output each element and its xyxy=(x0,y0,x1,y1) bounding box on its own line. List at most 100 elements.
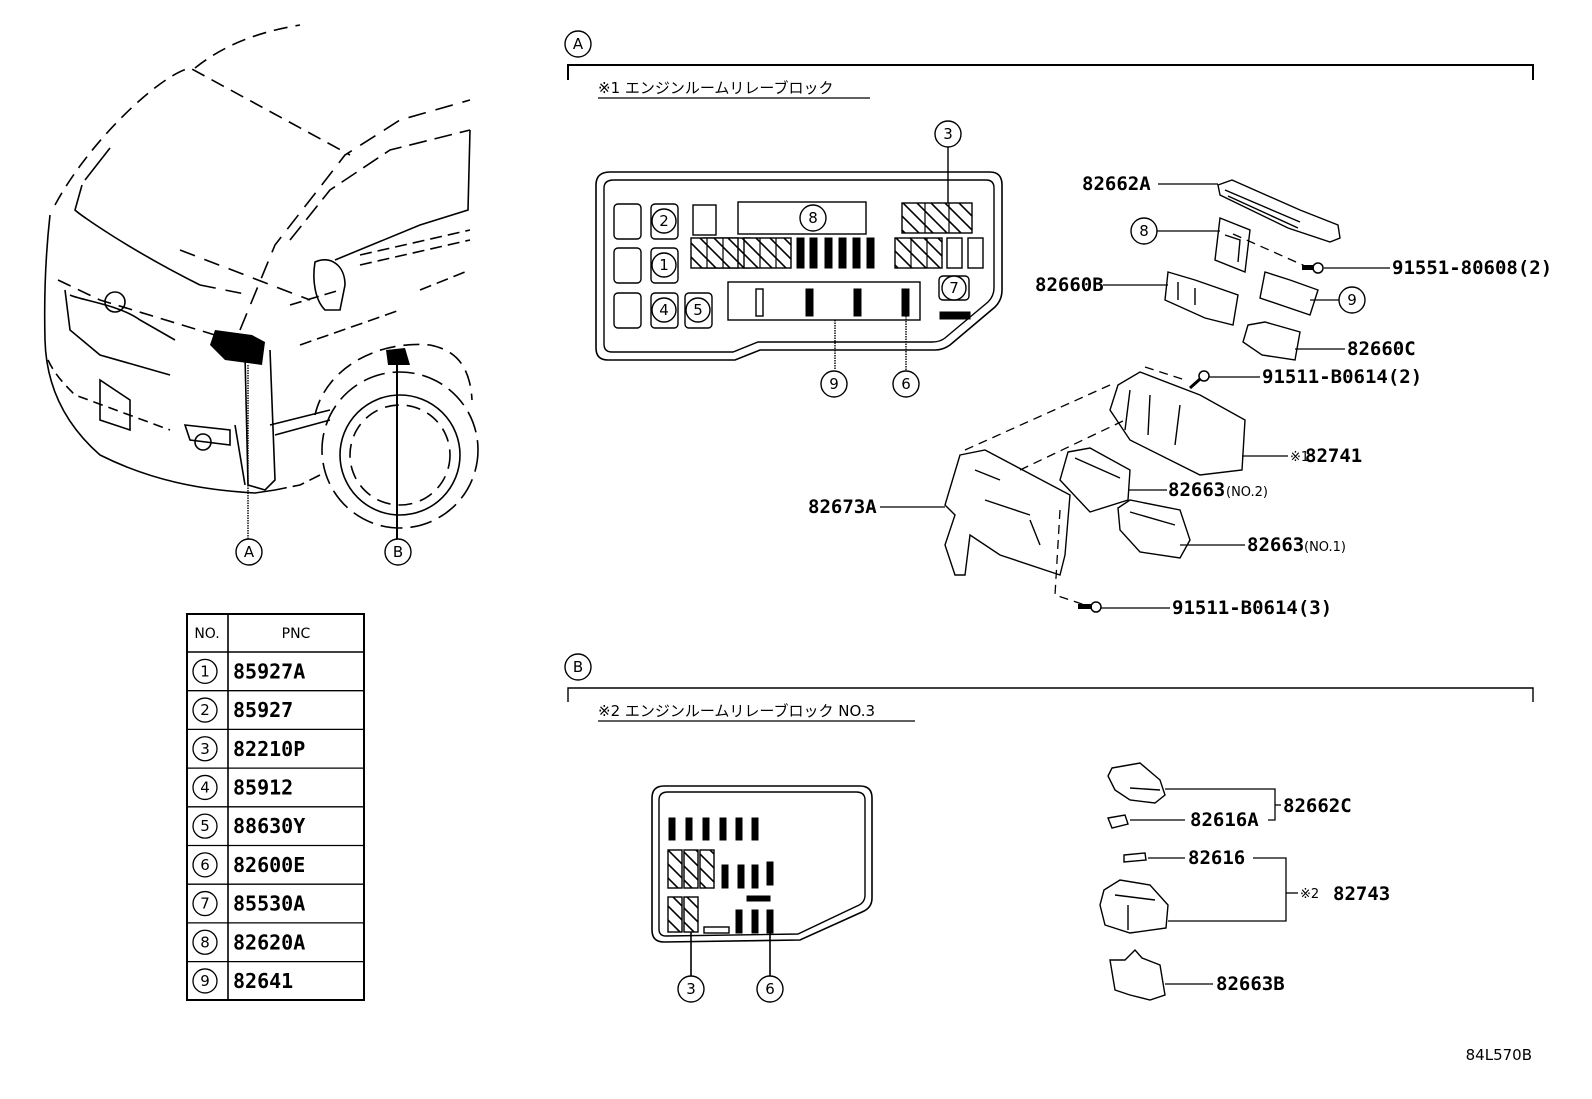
pnc-82663b[interactable]: 82663B xyxy=(1216,973,1285,995)
svg-text:A: A xyxy=(244,543,255,561)
callout-circle-7[interactable]: 7 xyxy=(941,275,967,301)
callout-circle-9[interactable]: 9 xyxy=(820,370,848,398)
fastener-91511-a xyxy=(1188,370,1210,390)
assembly-lines-a xyxy=(964,233,1306,606)
table-row[interactable]: 8 82620A xyxy=(192,929,305,955)
legend-table: NO. PNC 1 85927A 2 85927 3 82210P 4 85912 5 88630… xyxy=(186,613,365,1001)
row-number-circle xyxy=(192,736,218,762)
fastener-91551 xyxy=(1302,262,1324,274)
row-number-circle xyxy=(192,813,218,839)
svg-text:7: 7 xyxy=(949,279,959,297)
row-pnc[interactable]: 88630Y xyxy=(233,814,305,838)
row-number: 7 xyxy=(200,895,210,913)
svg-text:2: 2 xyxy=(659,212,669,230)
pnc-82660c[interactable]: 82660C xyxy=(1347,338,1416,360)
row-pnc[interactable]: 82620A xyxy=(233,930,305,954)
section-a-title: ※1 エンジンルームリレーブロック xyxy=(598,79,834,97)
svg-text:3: 3 xyxy=(686,980,696,998)
table-row[interactable]: 7 85530A xyxy=(192,890,305,917)
row-number-circle xyxy=(192,697,218,723)
row-number: 2 xyxy=(200,701,210,719)
section-b-title: ※2 エンジンルームリレーブロック NO.3 xyxy=(598,702,875,720)
svg-text:8: 8 xyxy=(1139,222,1149,240)
section-b-bracket xyxy=(567,687,1534,702)
row-pnc[interactable]: 85530A xyxy=(233,892,305,916)
row-number: 5 xyxy=(200,817,210,835)
svg-text:6: 6 xyxy=(765,980,775,998)
row-number-circle xyxy=(192,658,218,684)
row-pnc[interactable]: 85927A xyxy=(233,659,305,683)
callout-circle-3[interactable]: 3 xyxy=(934,120,962,148)
pnc-82663-no1[interactable]: 82663 xyxy=(1247,534,1304,556)
relay-block-a xyxy=(595,171,1003,361)
callout-circle-6[interactable]: 6 xyxy=(892,370,920,398)
pnc-82743-prefix: ※2 xyxy=(1300,887,1319,902)
pnc-82660b[interactable]: 82660B xyxy=(1035,274,1104,296)
locator-a[interactable]: A xyxy=(235,538,263,566)
svg-text:3: 3 xyxy=(943,125,953,143)
callout-circle-1[interactable]: 1 xyxy=(651,252,677,278)
pnc-82616[interactable]: 82616 xyxy=(1188,847,1245,869)
row-number-circle xyxy=(192,774,218,801)
pnc-82662c[interactable]: 82662C xyxy=(1283,795,1352,817)
pnc-82673a[interactable]: 82673A xyxy=(808,496,877,518)
row-number-circle xyxy=(192,890,218,917)
leader-lines-a xyxy=(880,183,1390,609)
row-number: 1 xyxy=(200,662,210,680)
part-callout-8[interactable]: 8 xyxy=(1130,217,1158,245)
pnc-82616a[interactable]: 82616A xyxy=(1190,809,1259,831)
row-number: 4 xyxy=(200,778,210,796)
callout-circle-2[interactable]: 2 xyxy=(651,208,677,234)
callout-circle-4[interactable]: 4 xyxy=(651,297,677,323)
pnc-82663-no2[interactable]: 82663 xyxy=(1168,479,1225,501)
pnc-82743[interactable]: 82743 xyxy=(1333,883,1390,905)
table-row[interactable]: 4 85912 xyxy=(192,774,293,801)
row-pnc[interactable]: 85912 xyxy=(233,775,293,799)
table-header-pnc: PNC xyxy=(282,626,311,642)
svg-text:A: A xyxy=(573,35,584,53)
row-number: 3 xyxy=(200,740,210,758)
svg-text:B: B xyxy=(573,658,583,676)
callout-circle-5[interactable]: 5 xyxy=(685,297,711,323)
pnc-91551-80608[interactable]: 91551-80608(2) xyxy=(1392,257,1552,279)
exploded-parts-a xyxy=(944,179,1341,576)
pnc-82741-prefix: ※1 xyxy=(1290,450,1309,465)
part-callout-9[interactable]: 9 xyxy=(1338,286,1366,314)
svg-text:9: 9 xyxy=(1347,291,1357,309)
table-row[interactable]: 1 85927A xyxy=(192,658,305,684)
pnc-82663-no2-suffix: (NO.2) xyxy=(1226,485,1268,500)
pnc-91511-b0614-3[interactable]: 91511-B0614(3) xyxy=(1172,597,1332,619)
table-row[interactable]: 2 85927 xyxy=(192,697,293,723)
pnc-82662a[interactable]: 82662A xyxy=(1082,173,1151,195)
row-number-circle xyxy=(192,852,218,878)
block-b-callout-3[interactable]: 3 xyxy=(677,975,705,1003)
table-row[interactable]: 9 82641 xyxy=(192,968,293,994)
table-row[interactable]: 3 82210P xyxy=(192,736,305,762)
row-number-circle xyxy=(192,968,218,994)
row-number: 9 xyxy=(200,972,210,990)
row-pnc[interactable]: 82600E xyxy=(233,853,305,877)
svg-text:9: 9 xyxy=(829,375,839,393)
section-a-bracket xyxy=(567,64,1534,80)
locator-b[interactable]: B xyxy=(384,538,412,566)
pnc-91511-b0614-2[interactable]: 91511-B0614(2) xyxy=(1262,366,1422,388)
table-header-no: NO. xyxy=(194,626,219,642)
section-b-marker[interactable]: B xyxy=(564,653,592,681)
svg-text:B: B xyxy=(393,543,403,561)
vehicle-illustration xyxy=(43,24,479,529)
row-number-circle xyxy=(192,929,218,955)
callout-circle-8[interactable]: 8 xyxy=(799,204,827,232)
table-row[interactable]: 6 82600E xyxy=(192,852,305,878)
block-b-callout-6[interactable]: 6 xyxy=(756,975,784,1003)
table-row[interactable]: 5 88630Y xyxy=(192,813,305,839)
fastener-91511-b xyxy=(1078,601,1102,613)
row-pnc[interactable]: 82641 xyxy=(233,969,293,993)
row-pnc[interactable]: 82210P xyxy=(233,737,305,761)
svg-text:6: 6 xyxy=(901,375,911,393)
row-pnc[interactable]: 85927 xyxy=(233,698,293,722)
row-number: 6 xyxy=(200,856,210,874)
row-number: 8 xyxy=(200,933,210,951)
pnc-82741[interactable]: 82741 xyxy=(1305,445,1362,467)
section-a-marker[interactable]: A xyxy=(564,30,592,58)
